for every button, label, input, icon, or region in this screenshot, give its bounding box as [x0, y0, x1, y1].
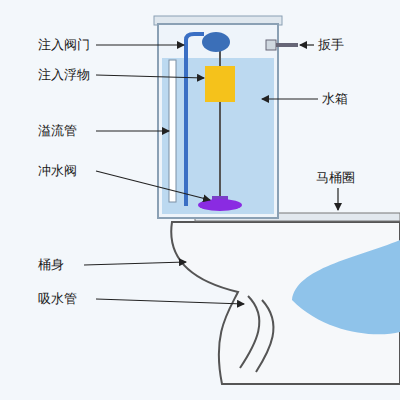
part-label: 水箱 — [322, 91, 348, 107]
part-label: 桶身 — [38, 257, 64, 273]
part-label: 扳手 — [318, 37, 344, 53]
part-label: 马桶圈 — [316, 170, 355, 186]
part-label: 冲水阀 — [38, 163, 77, 179]
part-label: 吸水管 — [38, 291, 77, 307]
part-label: 注入阀门 — [38, 37, 90, 53]
part-label: 注入浮物 — [38, 67, 90, 83]
part-label: 溢流管 — [38, 123, 77, 139]
